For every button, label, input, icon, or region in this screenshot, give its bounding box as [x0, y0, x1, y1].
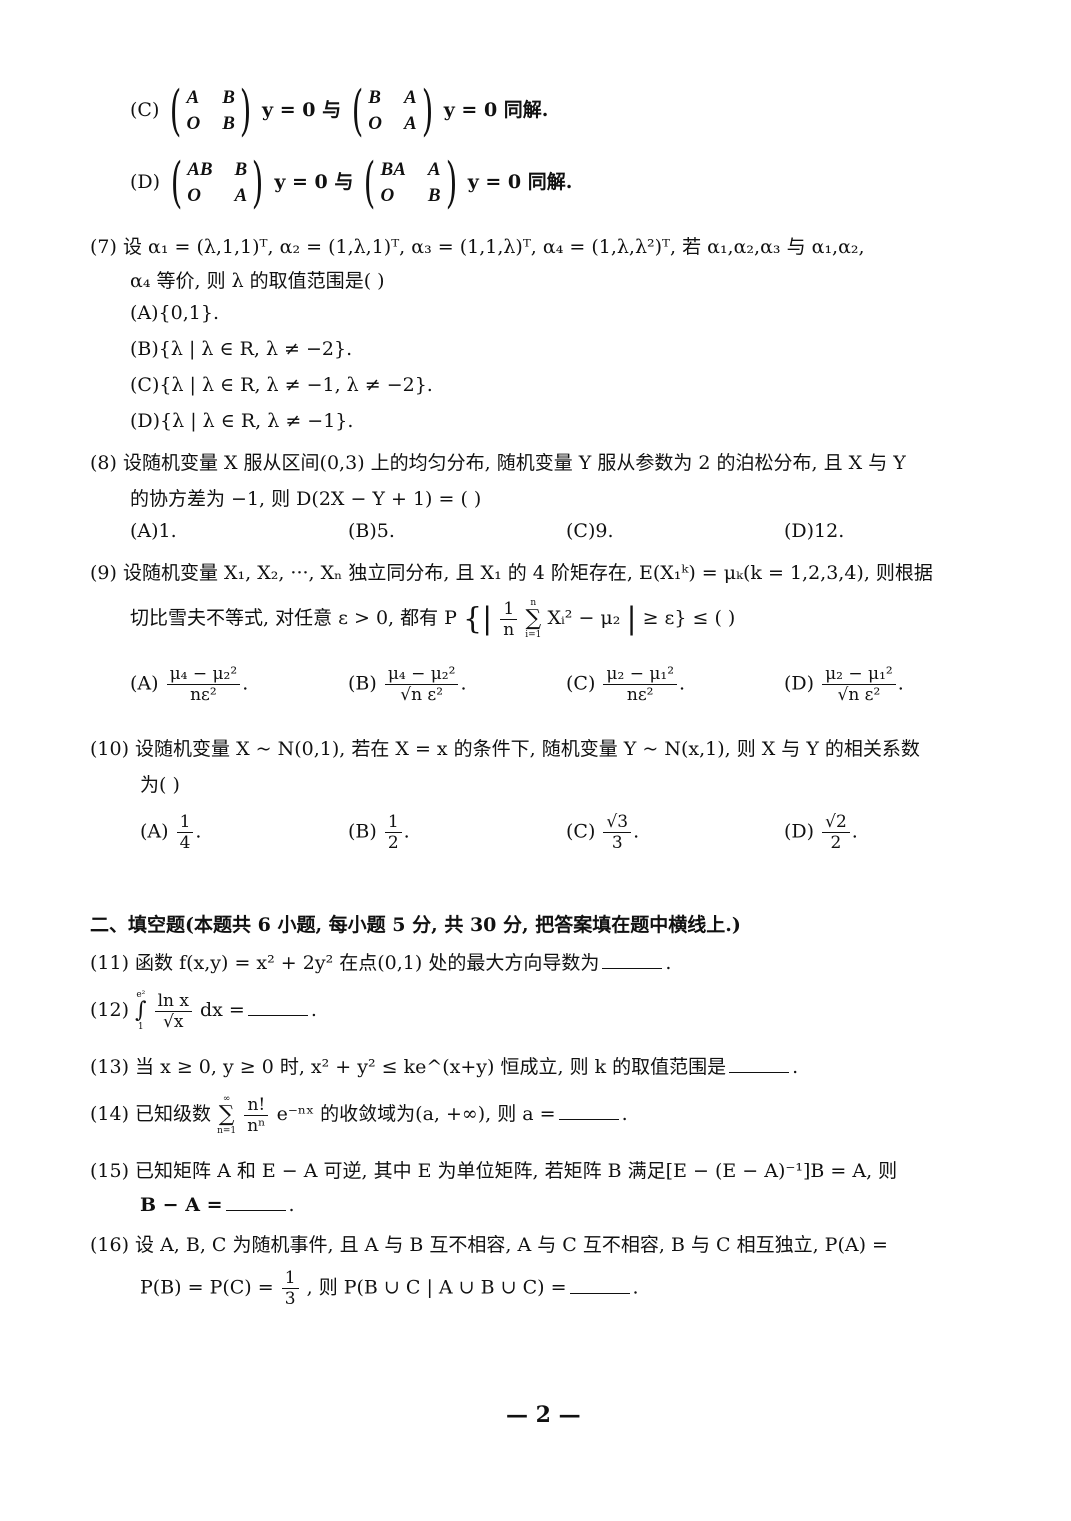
- q8-option-a: (A)1.: [130, 520, 177, 542]
- q8-option-d: (D)12.: [784, 520, 845, 542]
- q7-stem-line2: α₄ 等价, 则 λ 的取值范围是( ): [130, 270, 385, 292]
- q8-option-b: (B)5.: [348, 520, 395, 542]
- answer-blank: [602, 967, 663, 969]
- q13: (13) 当 x ≥ 0, y ≥ 0 时, x² + y² ≤ ke^(x+y…: [90, 1056, 799, 1078]
- sum-symbol: ∞∑n=1: [217, 1094, 237, 1136]
- equation-text: y = 0 同解.: [467, 171, 573, 193]
- page-number: — 2 —: [506, 1402, 581, 1428]
- q9-stem-line1: (9) 设随机变量 X₁, X₂, ···, Xₙ 独立同分布, 且 X₁ 的 …: [90, 562, 933, 584]
- q8-stem-line1: (8) 设随机变量 X 服从区间(0,3) 上的均匀分布, 随机变量 Y 服从参…: [90, 452, 906, 474]
- q7-option-b: (B){λ | λ ∈ R, λ ≠ −2}.: [130, 338, 353, 360]
- q12: (12) e²∫1 ln x√x dx =.: [90, 990, 317, 1032]
- q9-option-b: (B) μ₄ − μ₂²√n ε².: [348, 664, 467, 705]
- answer-blank: [247, 1014, 308, 1016]
- q9-option-d: (D) μ₂ − μ₁²√n ε².: [784, 664, 904, 705]
- q15-stem-line2: B − A =.: [140, 1194, 295, 1216]
- q10-stem-line1: (10) 设随机变量 X ~ N(0,1), 若在 X = x 的条件下, 随机…: [90, 738, 920, 760]
- q7-option-a: (A){0,1}.: [130, 302, 219, 324]
- integral-symbol: e²∫1: [135, 990, 147, 1032]
- sum-symbol: n∑i=1: [525, 598, 542, 640]
- q16-stem-line1: (16) 设 A, B, C 为随机事件, 且 A 与 B 互不相容, A 与 …: [90, 1234, 888, 1256]
- equation-text: y = 0 与: [274, 171, 354, 193]
- q11: (11) 函数 f(x,y) = x² + 2y² 在点(0,1) 处的最大方向…: [90, 952, 672, 974]
- option-label: (D): [130, 171, 161, 193]
- option-label: (C): [130, 99, 160, 121]
- q8-option-c: (C)9.: [566, 520, 614, 542]
- answer-blank: [569, 1292, 630, 1294]
- q8-stem-line2: 的协方差为 −1, 则 D(2X − Y + 1) = ( ): [130, 488, 482, 510]
- answer-blank: [558, 1118, 619, 1120]
- section-heading: 二、填空题(本题共 6 小题, 每小题 5 分, 共 30 分, 把答案填在题中…: [90, 914, 741, 936]
- q10-stem-line2: 为( ): [140, 774, 180, 796]
- answer-blank: [225, 1209, 286, 1211]
- equation-text: y = 0 同解.: [443, 99, 549, 121]
- q7-stem-line1: (7) 设 α₁ = (λ,1,1)ᵀ, α₂ = (1,λ,1)ᵀ, α₃ =…: [90, 236, 865, 258]
- q7-option-d: (D){λ | λ ∈ R, λ ≠ −1}.: [130, 410, 354, 432]
- q7-option-c: (C){λ | λ ∈ R, λ ≠ −1, λ ≠ −2}.: [130, 374, 433, 396]
- q14: (14) 已知级数 ∞∑n=1 n!nⁿ e⁻ⁿˣ 的收敛域为(a, +∞), …: [90, 1094, 628, 1136]
- q15-stem-line1: (15) 已知矩阵 A 和 E − A 可逆, 其中 E 为单位矩阵, 若矩阵 …: [90, 1160, 898, 1182]
- equation-text: y = 0 与: [262, 99, 342, 121]
- answer-blank: [729, 1071, 790, 1073]
